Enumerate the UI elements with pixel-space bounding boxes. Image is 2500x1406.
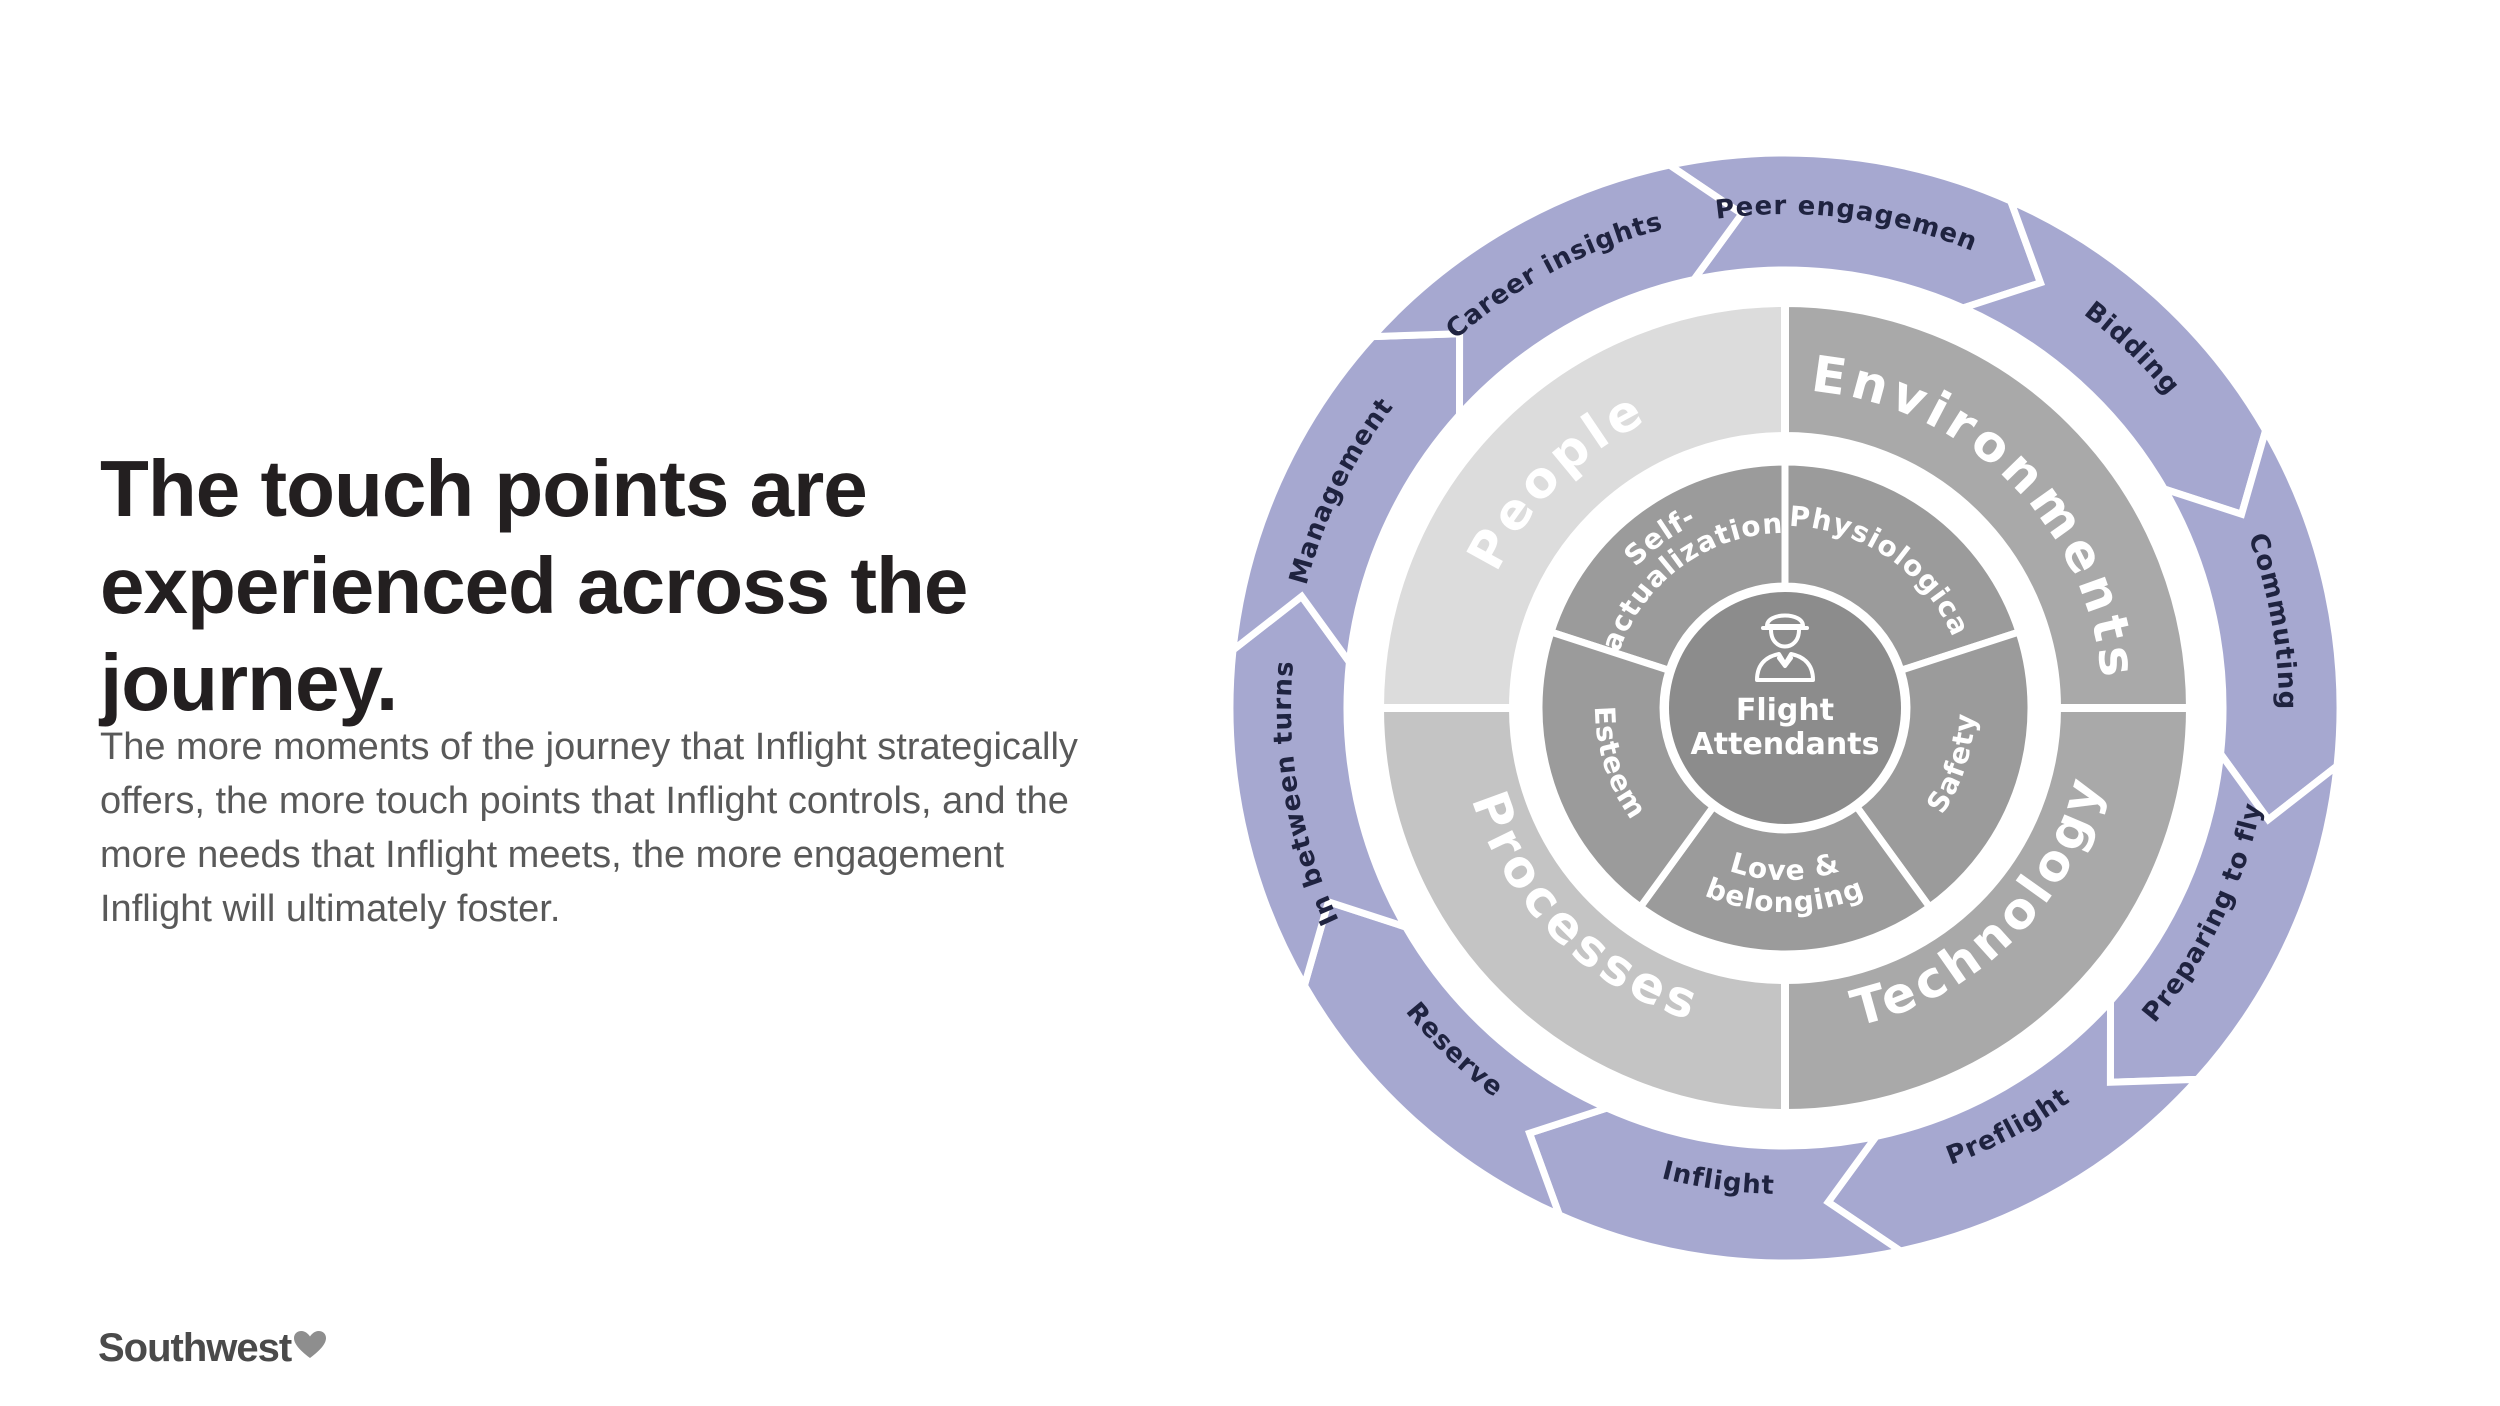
body-copy: The more moments of the journey that Inf…: [100, 726, 1078, 930]
sector-ring: [1375, 298, 2195, 1118]
logo-text: Southwest: [98, 1325, 292, 1370]
flight-attendant-icon: [1755, 613, 1815, 682]
needs-ring: [1535, 458, 2035, 958]
journey-ring: [1226, 149, 2344, 1267]
sector-environments: [1781, 298, 2195, 712]
sector-people: [1375, 298, 1789, 712]
core-label-line1: Flight: [1736, 693, 1834, 728]
core-circle: [1669, 592, 1901, 824]
core-label-line2: Attendants: [1691, 727, 1880, 762]
headline: The touch points are experienced across …: [100, 444, 968, 727]
sector-processes: [1375, 704, 1789, 1118]
southwest-logo: Southwest: [98, 1318, 327, 1378]
journey-segment: [1364, 161, 1747, 425]
heart-icon: [294, 1331, 327, 1358]
sector-technology: [1781, 704, 2195, 1118]
